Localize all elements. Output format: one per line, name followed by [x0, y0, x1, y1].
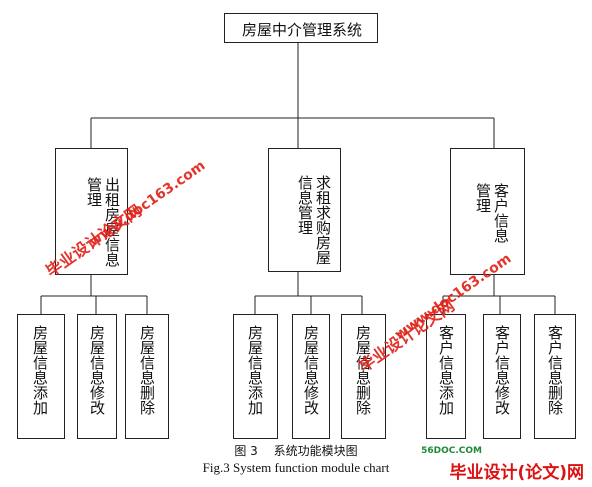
root-node: 房屋中介管理系统 [224, 13, 378, 43]
leaf-label: 客户信息修改 [493, 325, 511, 415]
logo-domain: 56DOC.COM [421, 446, 482, 456]
branch-client-label: 客户信息管理 [474, 183, 510, 243]
branch-rental-label: 出租房屋信息管理 [85, 177, 121, 267]
leaf-client-add: 客户信息添加 [426, 314, 466, 439]
leaf-label: 客户信息删除 [546, 325, 564, 415]
caption-chinese: 图 3 系统功能模块图 [234, 444, 358, 458]
branch-rental: 出租房屋信息管理 [55, 148, 128, 275]
branch-seeking-label: 求租求购房屋信息管理 [296, 175, 332, 265]
leaf-rental-add: 房屋信息添加 [17, 314, 65, 439]
leaf-seeking-edit: 房屋信息修改 [292, 314, 330, 439]
branch-seeking: 求租求购房屋信息管理 [268, 148, 341, 272]
leaf-label: 房屋信息添加 [31, 325, 49, 415]
leaf-label: 客户信息添加 [437, 325, 455, 415]
site-logo: 毕业设计(论文)网 [449, 463, 584, 483]
branch-client: 客户信息管理 [450, 148, 525, 275]
root-label: 房屋中介管理系统 [242, 21, 363, 39]
leaf-label: 房屋信息删除 [354, 325, 372, 415]
leaf-client-delete: 客户信息删除 [534, 314, 576, 439]
caption-english: Fig.3 System function module chart [202, 460, 390, 475]
leaf-label: 房屋信息修改 [302, 325, 320, 415]
leaf-client-edit: 客户信息修改 [483, 314, 521, 439]
leaf-seeking-add: 房屋信息添加 [233, 314, 278, 439]
leaf-rental-delete: 房屋信息删除 [125, 314, 169, 439]
leaf-seeking-delete: 房屋信息删除 [341, 314, 386, 439]
leaf-label: 房屋信息修改 [88, 325, 106, 415]
leaf-label: 房屋信息添加 [246, 325, 264, 415]
leaf-rental-edit: 房屋信息修改 [77, 314, 117, 439]
leaf-label: 房屋信息删除 [138, 325, 156, 415]
